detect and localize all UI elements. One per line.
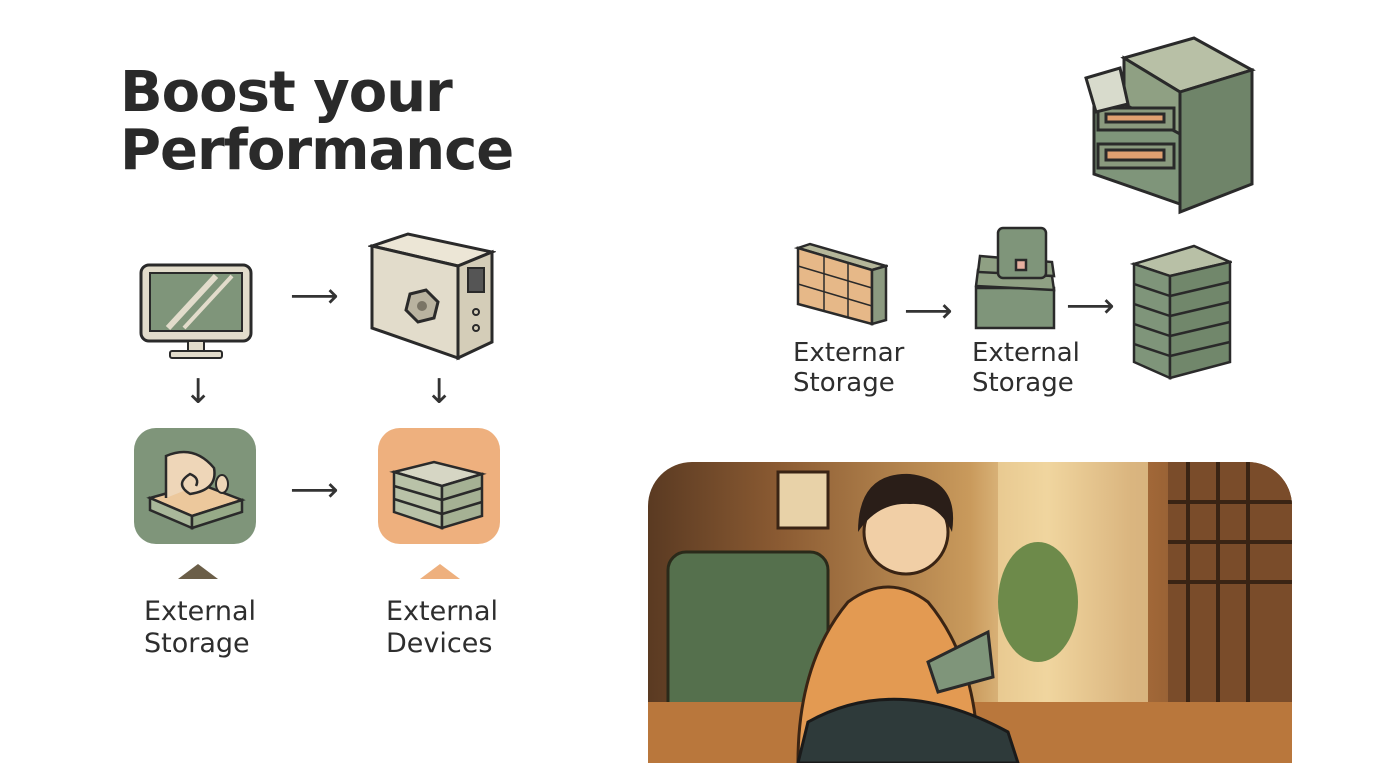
marker-triangle [420,564,460,579]
label-line: External [386,596,499,627]
server-rack-icon [1084,36,1256,215]
label-line: Storage [972,368,1074,398]
server-stack-icon [389,460,487,530]
node-label: External Storage [972,338,1080,398]
arrow-down-icon: ↓ [425,372,454,412]
node-label: External Devices [386,596,498,660]
label-line: Devices [386,628,493,659]
label-line: External [972,338,1080,368]
drive-stack-icon [974,226,1056,330]
arrow-right-icon: ⟶ [290,470,339,510]
title-line-1: Boost your [120,60,453,125]
label-line: External [144,596,257,627]
arrow-right-icon: ⟶ [1066,286,1115,326]
arrow-right-icon: ⟶ [290,276,339,316]
pc-tower-icon [368,232,496,361]
server-rack-icon [1130,244,1232,380]
title-line-2: Performance [120,118,514,183]
label-line: Storage [793,368,895,398]
label-line: Externar [793,338,905,368]
storage-device-icon [146,450,246,530]
room-scene [648,462,1292,763]
storage-panel-icon [794,242,888,326]
marker-triangle [178,564,218,579]
label-line: Storage [144,628,250,659]
page-title: Boost your Performance [120,60,514,183]
illustration-person-reading [648,462,1292,763]
arrow-down-icon: ↓ [184,372,213,412]
external-devices-tile[interactable] [378,428,500,544]
node-label: Externar Storage [793,338,904,398]
monitor-icon [139,263,253,359]
arrow-right-icon: ⟶ [904,291,953,331]
external-storage-tile[interactable] [134,428,256,544]
node-label: External Storage [144,596,256,660]
